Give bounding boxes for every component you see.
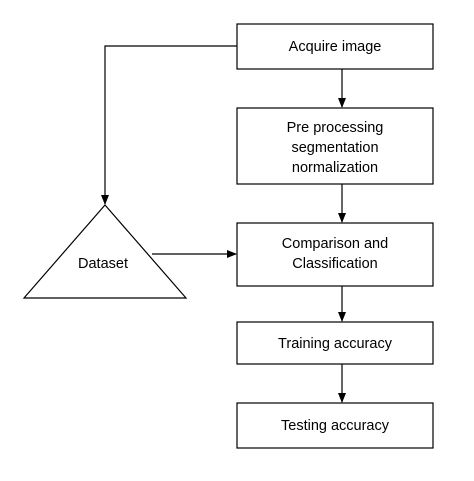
preprocessing-label-line-2: segmentation	[291, 140, 378, 156]
acquire-image-box: Acquire image	[236, 23, 434, 70]
testing-accuracy-label: Testing accuracy	[281, 418, 390, 434]
training-accuracy-box: Training accuracy	[236, 321, 434, 365]
comparison-label-line-2: Classification	[292, 256, 377, 272]
acquire-image-label: Acquire image	[289, 39, 382, 55]
preprocessing-label-line-3: normalization	[292, 160, 378, 176]
comparison-label-line-1: Comparison and	[282, 236, 388, 252]
arrow-acquire-to-dataset	[101, 45, 237, 205]
preprocessing-box: Pre processing segmentation normalizatio…	[236, 107, 434, 185]
dataset-label: Dataset	[78, 256, 128, 272]
comparison-classification-box: Comparison and Classification	[236, 222, 434, 287]
dataset-triangle: Dataset	[22, 204, 188, 299]
preprocessing-label-line-1: Pre processing	[287, 120, 384, 136]
training-accuracy-label: Training accuracy	[278, 336, 393, 352]
testing-accuracy-box: Testing accuracy	[236, 402, 434, 449]
